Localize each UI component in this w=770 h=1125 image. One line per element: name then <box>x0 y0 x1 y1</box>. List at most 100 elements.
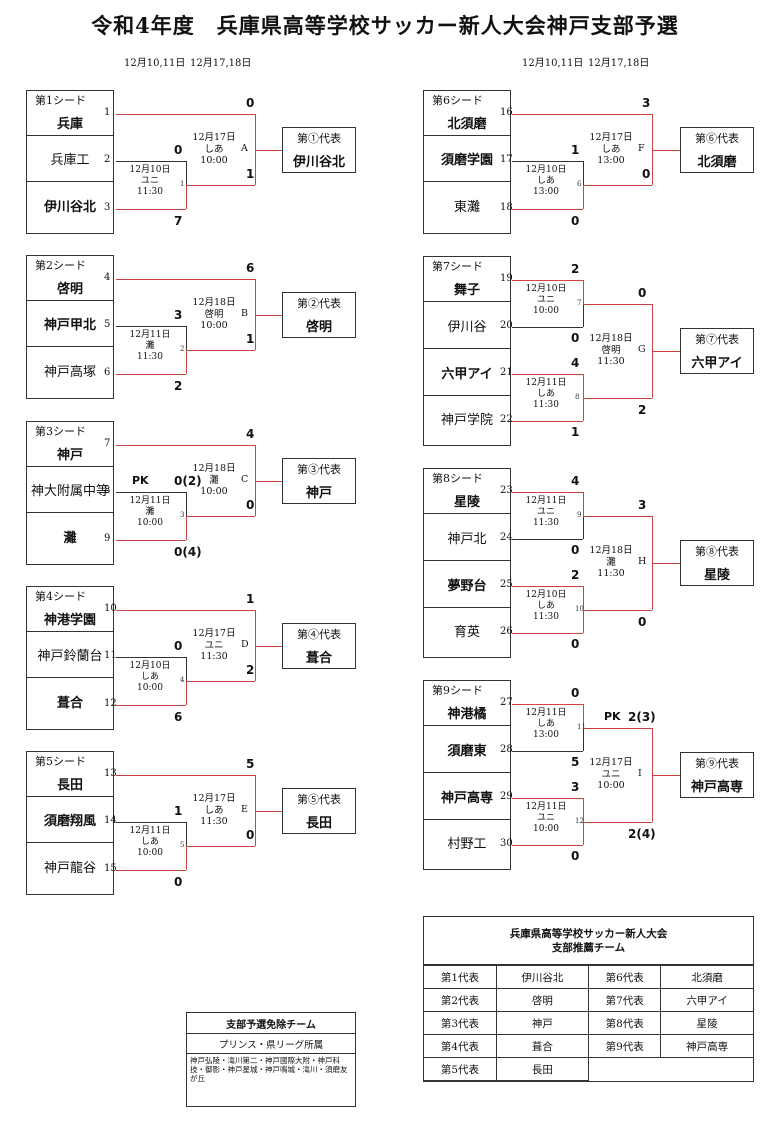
match-time: 10:00 <box>533 306 559 316</box>
game-number: 1 <box>180 180 185 188</box>
game-number: 10 <box>575 605 584 613</box>
match-time: 11:30 <box>533 518 559 528</box>
bracket-line <box>255 481 256 516</box>
team-number: 27 <box>500 697 513 708</box>
bracket-line <box>583 304 584 327</box>
bracket-line <box>583 728 652 729</box>
team-name: 葺合 <box>27 677 113 724</box>
bracket-line <box>186 681 255 682</box>
team-name: 北須磨 <box>447 116 487 132</box>
bracket-line <box>652 114 653 150</box>
representative-team: 北須磨 <box>697 154 737 170</box>
bracket-line <box>512 704 583 705</box>
header-round2-right: 12月17,18日 <box>588 58 650 69</box>
bracket-line <box>512 845 583 846</box>
match-time: 11:30 <box>137 187 163 197</box>
match-date: 12月11日 <box>525 802 567 812</box>
team-name: 啓明 <box>56 281 83 297</box>
summary-cell: 神戸高専 <box>660 1034 753 1058</box>
representative-box: 第⑧代表星陵 <box>680 540 754 586</box>
round2-score: 0 <box>246 828 255 842</box>
match-time: 11:30 <box>533 612 559 622</box>
representative-box: 第⑦代表六甲アイ <box>680 328 754 374</box>
summary-title-line2: 支部推薦チーム <box>551 941 626 954</box>
team-box: 第6シード北須磨須磨学園東灘 <box>423 90 511 234</box>
game-number: 11 <box>577 723 586 731</box>
bracket-line <box>255 610 256 646</box>
team-box: 第5シード長田須磨翔風神戸龍谷 <box>26 751 114 895</box>
seed-label: 第6シード <box>432 94 483 107</box>
match-date: 12月11日 <box>525 378 567 388</box>
match-letter: A <box>241 143 248 154</box>
match-letter: E <box>241 804 248 815</box>
seed-score: 4 <box>246 427 255 441</box>
bracket-line <box>186 516 255 517</box>
match-date: 12月10日 <box>525 590 567 600</box>
team2-score: 0 <box>174 143 183 157</box>
match-time: 11:30 <box>597 356 625 367</box>
match-time: 10:00 <box>533 824 559 834</box>
representative-team: 伊川谷北 <box>292 154 345 170</box>
bracket-line <box>116 870 186 871</box>
representative-label: 第⑥代表 <box>695 132 739 145</box>
summary-table: 第1代表伊川谷北第6代表北須磨第2代表啓明第7代表六甲アイ第3代表神戸第8代表星… <box>424 965 753 1081</box>
match-date: 12月10日 <box>525 165 567 175</box>
team2-score: 0 <box>174 639 183 653</box>
team-number: 6 <box>104 367 111 378</box>
team-score: 0 <box>571 686 580 700</box>
summary-cell: 第6代表 <box>587 965 662 989</box>
match-venue: しあ <box>204 144 224 155</box>
bracket-line <box>116 705 186 706</box>
match-time: 10:00 <box>137 683 163 693</box>
team-number: 24 <box>500 532 513 543</box>
header-round2-left: 12月17,18日 <box>190 58 252 69</box>
team2-score: 1 <box>174 804 183 818</box>
team-name: 須磨翔風 <box>27 796 113 842</box>
header-round1-left: 12月10,11日 <box>124 58 186 69</box>
match-venue: しあ <box>140 672 159 682</box>
match-date: 12月10日 <box>525 284 567 294</box>
team-name: 神戸龍谷 <box>27 842 113 889</box>
representative-box: 第③代表神戸 <box>282 458 356 504</box>
team-name: 長田 <box>56 777 83 793</box>
game-number: 2 <box>180 345 185 353</box>
bracket-line <box>255 646 282 647</box>
team-score: 3 <box>571 780 580 794</box>
match-date: 12月11日 <box>129 496 171 506</box>
match-date: 12月17日 <box>589 132 633 143</box>
team3-score: 6 <box>174 710 183 724</box>
bracket-line <box>583 516 584 539</box>
bracket-line <box>512 327 583 328</box>
team-box: 第1シード兵庫兵庫工伊川谷北 <box>26 90 114 234</box>
bracket-line <box>512 798 583 799</box>
summary-cell: 啓明 <box>495 988 589 1012</box>
exempt-teams-box: 支部予選免除チーム プリンス・県リーグ所属 神戸弘陵・滝川第二・神戸國際大附・神… <box>186 1012 356 1107</box>
seed-score: 3 <box>642 96 651 110</box>
bracket-line <box>652 775 653 822</box>
header-round1-right: 12月10,11日 <box>522 58 584 69</box>
summary-cell: 第7代表 <box>587 988 662 1012</box>
team-name: 六甲アイ <box>424 348 510 395</box>
bracket-line <box>116 326 186 327</box>
team-box: 第2シード啓明神戸甲北神戸高塚 <box>26 255 114 399</box>
team-name: 舞子 <box>453 282 480 298</box>
summary-cell: 第1代表 <box>424 965 497 989</box>
match-venue: ユニ <box>204 640 224 651</box>
seed-label: 第2シード <box>35 259 86 272</box>
bracket-line <box>116 492 186 493</box>
match-date: 12月18日 <box>192 463 236 474</box>
match-time: 10:00 <box>137 518 163 528</box>
team-name: 伊川谷 <box>424 301 510 348</box>
bracket-line <box>116 775 255 776</box>
bracket-line <box>186 846 255 847</box>
team-box: 第9シード神港橘須磨東神戸高専村野工 <box>423 680 511 870</box>
summary-cell <box>588 1058 660 1081</box>
bracket-line <box>255 775 256 811</box>
game-number: 12 <box>575 817 584 825</box>
representative-summary: 兵庫県高等学校サッカー新人大会 支部推薦チーム 第1代表伊川谷北第6代表北須磨第… <box>423 916 754 1082</box>
bracket-line <box>652 304 653 351</box>
team-number: 7 <box>104 438 111 449</box>
bracket-line <box>116 374 186 375</box>
bracket-line <box>186 822 187 846</box>
